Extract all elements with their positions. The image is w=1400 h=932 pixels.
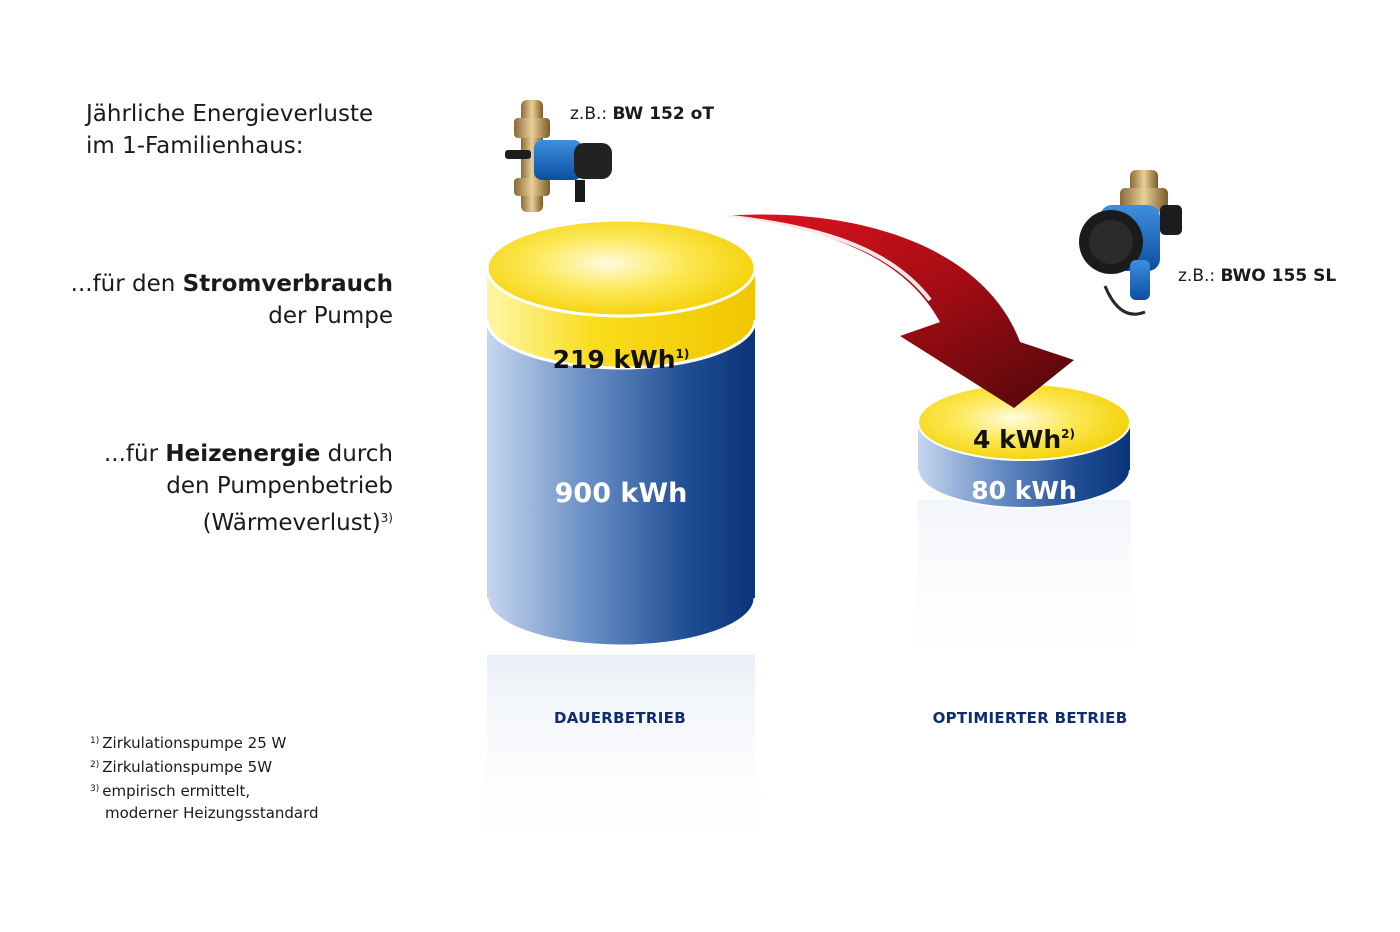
title-line-2: im 1-Familienhaus: xyxy=(86,133,304,159)
pump-bwo155-image xyxy=(1079,170,1182,316)
footnote-3: 3)empirisch ermittelt, xyxy=(90,778,319,802)
title-line-1: Jährliche Energieverluste xyxy=(86,101,374,127)
reflection-large xyxy=(487,655,755,860)
cylinder-continuous xyxy=(485,218,757,648)
footnote-3-text: empirisch ermittelt, xyxy=(102,782,251,800)
continuous-top-value-text: 219 kWh xyxy=(552,345,676,374)
footnote-2: 2)Zirkulationspumpe 5W xyxy=(90,754,319,778)
label-heating-line2: den Pumpenbetrieb xyxy=(166,473,393,499)
continuous-top-value: 219 kWh1) xyxy=(487,345,755,374)
optimized-bottom-value: 80 kWh xyxy=(971,476,1077,505)
label-heating: ...für Heizenergie durch den Pumpenbetri… xyxy=(104,438,393,539)
optimized-top-value-text: 4 kWh xyxy=(973,425,1062,454)
reflection-small xyxy=(918,500,1131,680)
cylinder-optimized xyxy=(917,383,1131,509)
continuous-top-sup: 1) xyxy=(675,347,690,361)
continuous-bottom-value: 900 kWh xyxy=(554,478,688,509)
label-electricity-line2: der Pumpe xyxy=(268,303,393,329)
footnote-3-mark: 3) xyxy=(90,784,100,794)
example-left: z.B.: BW 152 oT xyxy=(570,104,714,124)
label-heating-sup: 3) xyxy=(380,511,393,525)
footnote-2-mark: 2) xyxy=(90,760,100,770)
footnote-3-cont: moderner Heizungsstandard xyxy=(105,804,319,822)
label-electricity-bold: Stromverbrauch xyxy=(182,271,393,297)
caption-optimized: OPTIMIERTER BETRIEB xyxy=(932,709,1128,727)
footnote-1-mark: 1) xyxy=(90,736,100,746)
example-right-prefix: z.B.: xyxy=(1178,266,1221,286)
optimized-top-sup: 2) xyxy=(1061,427,1075,441)
example-left-model: BW 152 oT xyxy=(612,104,714,124)
label-heating-bold: Heizenergie xyxy=(165,441,321,467)
label-heating-prefix: ...für xyxy=(103,441,166,467)
footnote-1: 1)Zirkulationspumpe 25 W xyxy=(90,730,319,754)
footnote-2-text: Zirkulationspumpe 5W xyxy=(102,758,273,776)
pump-bw152-image xyxy=(505,100,612,212)
caption-continuous: DAUERBETRIEB xyxy=(554,709,686,727)
example-left-prefix: z.B.: xyxy=(570,104,613,124)
label-heating-line3: (Wärmeverlust) xyxy=(202,510,381,536)
label-electricity-prefix: ...für den xyxy=(70,271,183,297)
optimized-top-value: 4 kWh2) xyxy=(918,425,1130,454)
example-right: z.B.: BWO 155 SL xyxy=(1178,266,1336,286)
label-electricity: ...für den Stromverbrauch der Pumpe xyxy=(71,268,393,332)
diagram-title: Jährliche Energieverluste im 1-Familienh… xyxy=(86,98,373,162)
example-right-model: BWO 155 SL xyxy=(1220,266,1337,286)
label-heating-suffix: durch xyxy=(320,441,393,467)
footnotes: 1)Zirkulationspumpe 25 W 2)Zirkulationsp… xyxy=(90,730,319,824)
footnote-1-text: Zirkulationspumpe 25 W xyxy=(102,734,287,752)
reduction-arrow xyxy=(721,214,1074,408)
